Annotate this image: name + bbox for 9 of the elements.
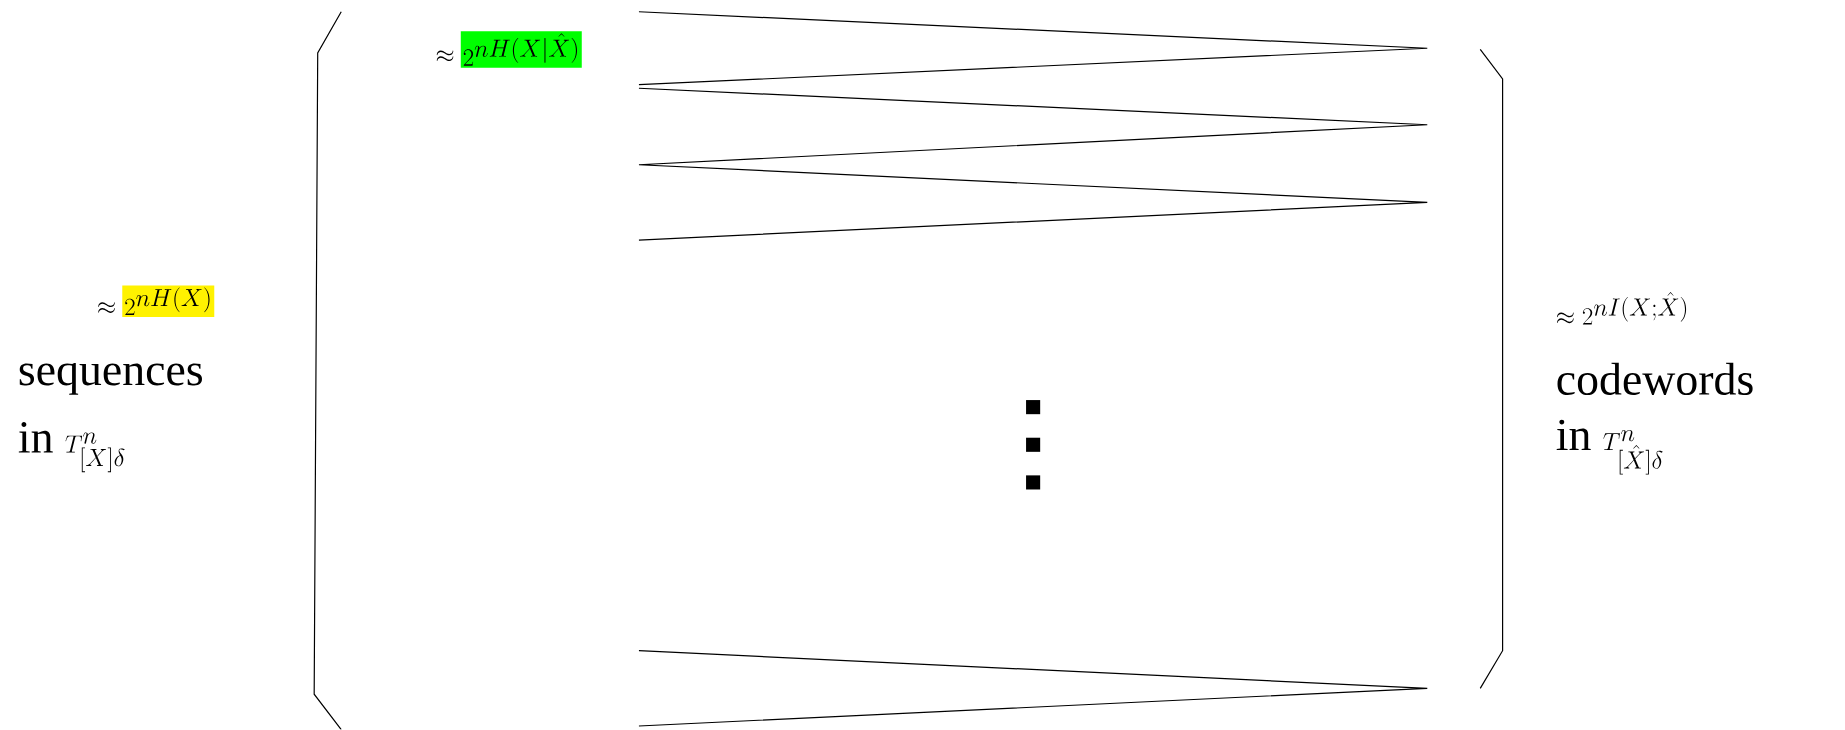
caption-text: codewords [1557, 363, 1753, 396]
caption-text: $\mathrm{in}\ T^{n}_{[X]\delta}$ [18, 422, 125, 473]
caption-text: $\mathrm{in}\ T^{n}_{[\hat{X}]\delta}$ [1556, 419, 1663, 475]
approx-sign: $\approx$ [98, 302, 115, 314]
caption-formula: $\approx 2^{nI(X;\hat{X})}$ [1557, 292, 1687, 325]
highlight-box: $2^{nH(X)}$ [122, 285, 215, 318]
approx-sign: $\approx$ [436, 50, 454, 62]
caption-text: sequences [19, 363, 202, 395]
highlight-box: $2^{nH(X|\hat{X})}$ [460, 31, 582, 68]
